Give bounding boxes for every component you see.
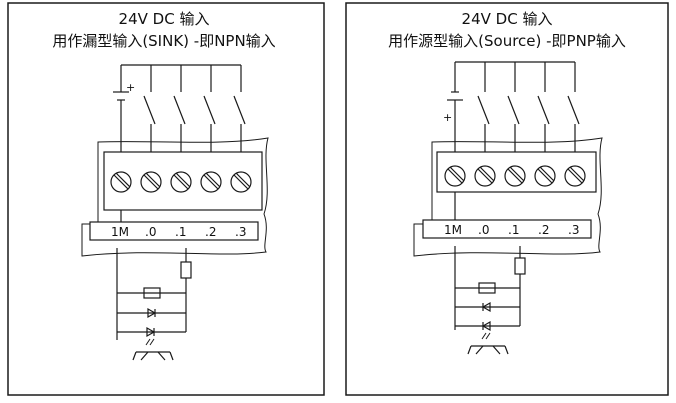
switch-1: [173, 65, 186, 152]
optocoupler-led: [146, 326, 156, 338]
diode-source: [481, 301, 491, 313]
panel-source: 24V DC 输入 用作源型输入(Source) -即PNP输入 +: [345, 2, 669, 396]
internal-input-circuit-source: [454, 246, 526, 355]
input-switches: [143, 65, 246, 152]
optocoupler-led-source: [481, 320, 491, 332]
internal-input-circuit: [116, 248, 192, 361]
switch-3: [233, 65, 246, 152]
screw-2: [200, 171, 222, 193]
parallel-resistor: [143, 287, 161, 299]
screw-1: [170, 171, 192, 193]
screw-source-3: [564, 165, 586, 187]
supply-plus-label: +: [126, 81, 135, 94]
terminal-label-3: .3: [235, 225, 246, 239]
terminal-label-source-3: .3: [568, 223, 579, 237]
terminal-label-1m: 1M: [111, 225, 129, 239]
series-resistor: [180, 261, 192, 279]
panel-sink-border: [7, 2, 325, 396]
input-switches-source: [477, 62, 580, 152]
switch-source-1: [507, 62, 520, 152]
screw-1m: [110, 171, 132, 193]
terminal-screws: [110, 171, 252, 193]
supply-plus-label-source: +: [443, 111, 452, 124]
terminal-screws-source: [444, 165, 586, 187]
switch-2: [203, 65, 216, 152]
screw-3: [230, 171, 252, 193]
screw-0: [140, 171, 162, 193]
switch-source-2: [537, 62, 550, 152]
switch-source-0: [477, 62, 490, 152]
plc-body-outline: [81, 137, 269, 257]
series-resistor-source: [514, 257, 526, 275]
parallel-resistor-source: [478, 282, 496, 294]
diode: [147, 307, 157, 319]
screw-source-1: [504, 165, 526, 187]
panel-sink: 24V DC 输入 用作漏型输入(SINK) -即NPN输入 +: [7, 2, 325, 396]
terminal-label-source-2: .2: [538, 223, 549, 237]
switch-source-3: [567, 62, 580, 152]
screw-source-1m: [444, 165, 466, 187]
panel-sink-title: 24V DC 输入: [119, 10, 210, 28]
terminal-label-source-1: .1: [508, 223, 519, 237]
panel-source-border: [345, 2, 669, 396]
screw-source-2: [534, 165, 556, 187]
terminal-label-0: .0: [145, 225, 156, 239]
terminal-label-source-1m: 1M: [444, 223, 462, 237]
terminal-label-1: .1: [175, 225, 186, 239]
plc-body-outline-source: [413, 137, 603, 257]
terminal-label-strip: [89, 221, 259, 241]
panel-source-subtitle: 用作源型输入(Source) -即PNP输入: [388, 32, 626, 50]
panel-source-title: 24V DC 输入: [462, 10, 553, 28]
terminal-label-strip-source: [422, 219, 592, 239]
terminal-block: [103, 151, 263, 211]
terminal-label-2: .2: [205, 225, 216, 239]
switch-0: [143, 65, 156, 152]
terminal-label-source-0: .0: [478, 223, 489, 237]
dc-supply-battery-source: [447, 61, 575, 224]
panel-sink-subtitle: 用作漏型输入(SINK) -即NPN输入: [52, 32, 275, 50]
screw-source-0: [474, 165, 496, 187]
